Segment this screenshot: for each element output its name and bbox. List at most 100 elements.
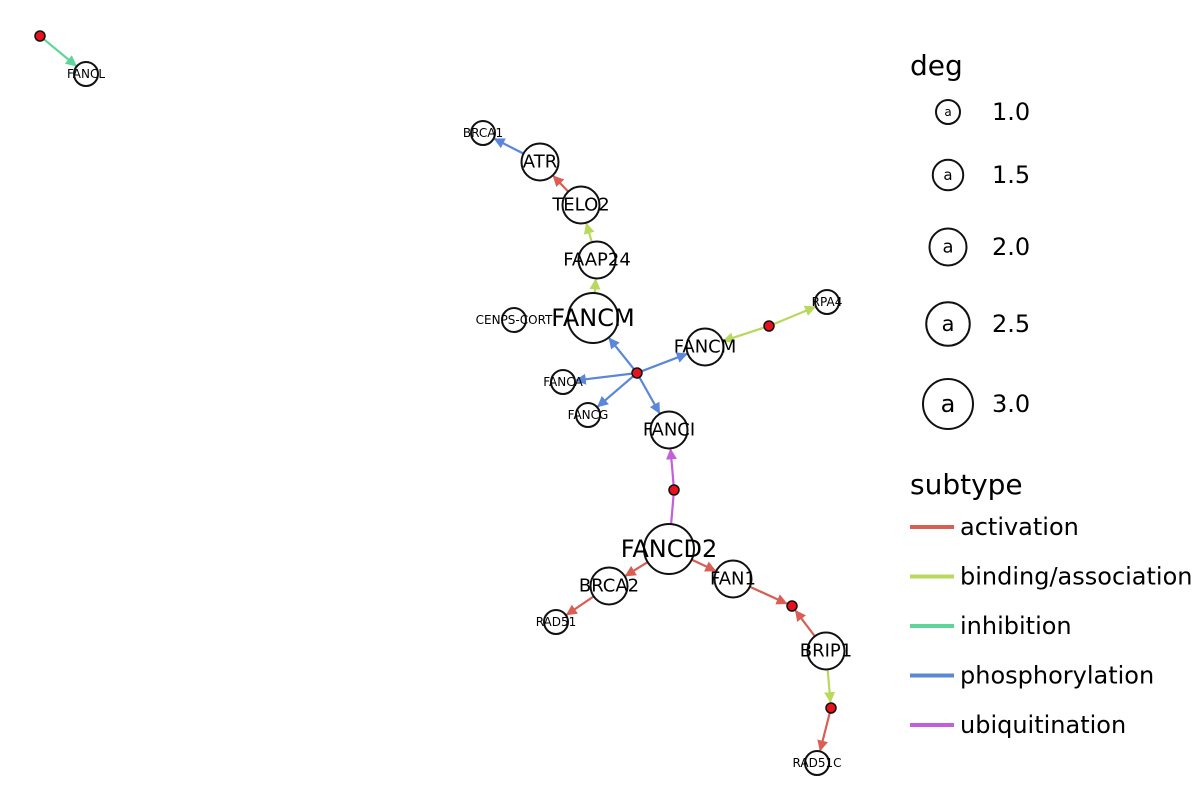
edge-j-fancl-to-fancl [43,38,77,67]
node-faap24: FAAP24 [563,240,631,280]
edge-j-fanci-to-fanci [665,448,677,486]
edge-j-rpa4-to-rpa4 [773,305,817,326]
node-fanci: FANCI [643,410,695,450]
node-fanca: FANCA [543,369,584,395]
edge-j-center-to-fancg [597,375,634,408]
nodes-layer: FANCLBRCA1ATRTELO2FAAP24CENPS-CORTFANCMF… [34,30,852,776]
junction-j-fanci [668,484,680,496]
node-fancm1: FANCM [551,292,635,344]
legend-deg-value: 2.0 [992,233,1030,261]
node-label: ATR [523,152,557,173]
legend-deg-item: a 1.0 [935,98,1030,126]
node-fancm2: FANCM [674,327,736,367]
node-circle [577,240,617,280]
edge-fancd2-to-fan1 [691,558,717,572]
edge-j-center-to-fancm2 [641,352,688,373]
node-label: FANCD2 [621,535,717,563]
node-atr: ATR [520,142,560,182]
node-rpa4: RPA4 [812,289,842,315]
edge-fancd2-to-brca2 [624,561,649,577]
legend-subtype-item: ubiquitination [910,711,1126,739]
node-fan1: FAN1 [710,559,756,599]
edge-j-center-to-fancm1 [608,337,635,370]
legend-subtype-label: phosphorylation [960,662,1154,690]
junction-j-rpa4 [763,320,775,332]
junction-j-center [631,367,643,379]
node-circle [470,120,496,146]
node-circle [73,61,99,87]
node-circle [561,185,601,225]
legend-deg-circle [925,301,971,347]
junction-j-fancl [34,30,46,42]
junction-j-fan1 [786,600,798,612]
legend-deg-value: 1.0 [992,98,1030,126]
legend-deg-symbol: a [941,390,956,418]
node-label: FANCG [568,408,609,422]
legend-deg-symbol: a [944,105,951,119]
node-label: BRCA1 [463,126,503,140]
legend-subtype-item: phosphorylation [910,662,1154,690]
node-fancd2: FANCD2 [621,523,717,575]
legend-subtype-item: inhibition [910,612,1072,640]
node-label: CENPS-CORT [476,313,553,327]
edge-fancm1-to-faap24 [589,278,601,294]
edges-layer [43,38,836,752]
legend-subtype-item: binding/association [910,563,1193,591]
node-rad51c: RAD51C [793,750,842,776]
junction-j-brip1 [825,702,837,714]
edge-brip1-to-j-brip1 [824,669,836,704]
node-circle [649,410,689,450]
node-circle [685,327,725,367]
legend-deg-circle [935,99,961,125]
legend-deg-item: a 2.0 [928,227,1030,267]
node-circle [501,307,527,333]
node-circle [543,609,569,635]
edge-telo2-to-atr [552,175,570,193]
edge-fancd2-to-j-fanci [670,495,675,525]
node-brip1: BRIP1 [800,631,852,671]
edge-fan1-to-j-fan1 [749,585,788,605]
legend-subtype-label: inhibition [960,612,1072,640]
node-circle [804,750,830,776]
legend-deg-title: deg [910,49,963,82]
legend-subtype-item: activation [910,513,1079,541]
node-circle [643,523,695,575]
legend-deg-symbol: a [942,237,953,258]
node-label: RAD51 [536,615,577,629]
legend-deg-circle [928,227,968,267]
legend-deg-symbol: a [943,166,952,184]
node-circle [567,292,619,344]
node-rad51: RAD51 [536,609,577,635]
legend-subtype-title: subtype [910,468,1023,501]
node-circle [550,369,576,395]
node-label: RAD51C [793,756,842,770]
legend-deg-item: a 3.0 [922,378,1030,430]
legend-subtype-label: binding/association [960,563,1193,591]
node-label: TELO2 [551,195,609,216]
node-label: FAN1 [710,569,756,590]
edge-j-center-to-fanca [574,372,633,385]
node-label: FAAP24 [563,250,631,271]
node-brca2: BRCA2 [579,566,639,606]
node-circle [589,566,629,606]
node-label: FANCA [543,375,583,389]
node-fancg: FANCG [568,402,609,428]
subtype-legend-items: activation binding/association inhibition p… [910,513,1193,739]
edge-j-brip1-to-rad51c [817,712,831,752]
node-brca1: BRCA1 [463,120,503,146]
legend-subtype-label: activation [960,513,1079,541]
node-circle [806,631,846,671]
node-fancl: FANCL [67,61,105,87]
node-circle [713,559,753,599]
node-circle [814,289,840,315]
node-telo2: TELO2 [551,185,610,225]
legend-deg-value: 3.0 [992,390,1030,418]
legend-deg-symbol: a [942,312,955,336]
edge-brip1-to-j-fan1 [794,609,816,637]
node-label: FANCM [551,304,634,332]
